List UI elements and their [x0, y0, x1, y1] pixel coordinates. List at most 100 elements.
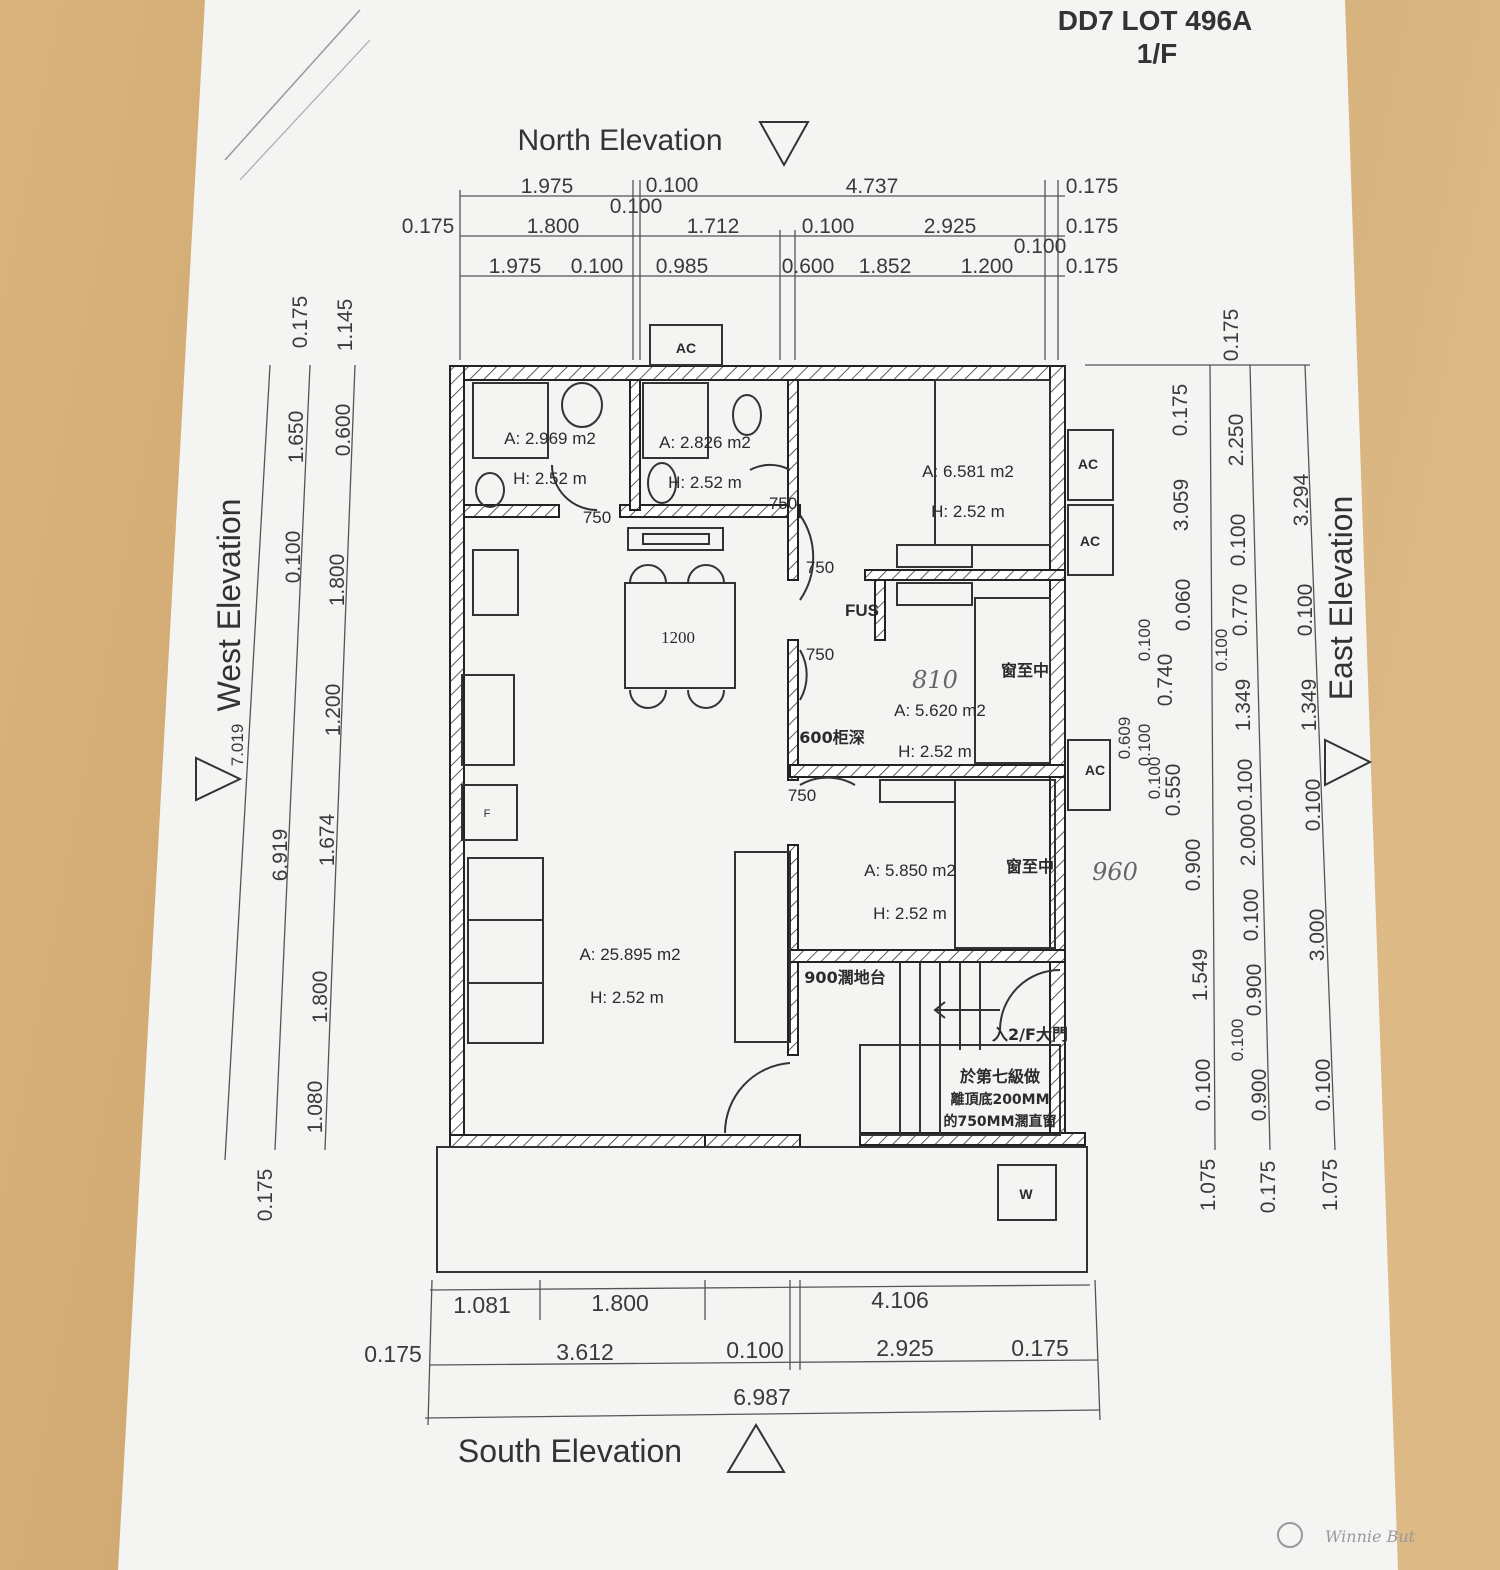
fus-label: FUS [845, 601, 879, 620]
ac-label: AC [1080, 533, 1100, 549]
dim-label: 2.250 [1225, 414, 1248, 467]
dim-label: 0.609 [1115, 717, 1134, 760]
watermark-logo-icon [1277, 1522, 1303, 1548]
entry-note: 入2/F大門 [992, 1025, 1068, 1044]
dim-label: 0.100 [610, 195, 663, 218]
bottom-dimensions: 1.081 1.800 4.106 0.175 3.612 0.100 2.92… [364, 1287, 1069, 1410]
dim-label: 0.900 [1243, 964, 1266, 1017]
dim-label: 0.100 [1228, 1019, 1247, 1062]
dim-label: 0.175 [402, 215, 455, 238]
dim-label: 1.712 [687, 215, 740, 238]
right-dimensions: 0.175 3.059 0.060 0.100 0.740 0.609 0.10… [1115, 309, 1342, 1214]
bath2-door-width: 750 [769, 494, 797, 513]
dim-label: 2.000 [1237, 814, 1260, 867]
dim-label: 0.740 [1154, 654, 1177, 707]
north-elevation-marker-icon [758, 121, 810, 168]
dim-label: 0.100 [1234, 759, 1257, 812]
dim-label: 4.106 [871, 1287, 929, 1313]
handwritten-note-810: 810 [912, 666, 958, 694]
dim-label: 0.175 [1011, 1335, 1069, 1361]
dim-label: 2.925 [924, 215, 977, 238]
dim-label: 6.987 [733, 1384, 791, 1410]
dim-label: 0.900 [1182, 839, 1205, 892]
east-elevation-marker-icon [1324, 738, 1373, 787]
dim-label: 0.100 [802, 215, 855, 238]
dim-label: 4.737 [846, 175, 899, 198]
dim-label: 0.175 [254, 1169, 277, 1222]
dim-label: 1.349 [1298, 679, 1321, 732]
dim-label: 0.900 [1248, 1069, 1271, 1122]
dim-label: 1.145 [334, 299, 357, 352]
dim-label: 0.100 [1192, 1059, 1215, 1112]
living-height: H: 2.52 m [590, 988, 664, 1007]
stair-note-line: 的750MM濶直窗 [943, 1113, 1056, 1130]
dim-label: 1.800 [326, 554, 349, 607]
bedroom3-height: H: 2.52 m [873, 904, 947, 923]
dim-label: 0.100 [1145, 757, 1164, 800]
dim-label: 0.770 [1229, 584, 1252, 637]
dim-label: 0.175 [1257, 1161, 1280, 1214]
bath1-height: H: 2.52 m [513, 469, 587, 488]
dim-label: 1.852 [859, 255, 912, 278]
dim-label: 0.550 [1162, 764, 1185, 817]
watermark-text: Winnie But [1325, 1527, 1416, 1546]
dim-label: 0.175 [289, 296, 312, 349]
dim-label: 0.175 [364, 1341, 422, 1367]
north-elevation-label: North Elevation [517, 124, 722, 157]
bath1-door-width: 750 [583, 508, 611, 527]
dim-label: 0.600 [332, 404, 355, 457]
dim-label: 0.175 [1066, 255, 1119, 278]
bedroom2-window-note: 窗至中 [1001, 661, 1049, 680]
bath1-area: A: 2.969 m2 [504, 429, 596, 448]
lot-title: DD7 LOT 496A [1058, 5, 1253, 36]
dim-label: 0.175 [1066, 215, 1119, 238]
bedroom1-area: A: 6.581 m2 [922, 462, 1014, 481]
bedroom2-area: A: 5.620 m2 [894, 701, 986, 720]
ac-label: AC [1085, 762, 1105, 778]
stair-note-line: 離頂底200MM [950, 1091, 1049, 1108]
dim-label: 2.925 [876, 1335, 934, 1361]
dim-label: 0.100 [1014, 235, 1067, 258]
stair-note-line: 於第七級做 [960, 1067, 1041, 1086]
handwritten-note-960: 960 [1092, 858, 1138, 886]
dim-label: 0.100 [1227, 514, 1250, 567]
watermark: Winnie But [1277, 1522, 1416, 1548]
dim-label: 0.175 [1169, 384, 1192, 437]
dim-label: 1.081 [453, 1292, 511, 1318]
dim-label: 3.059 [1170, 479, 1193, 532]
bedroom3-window-note: 窗至中 [1006, 857, 1054, 876]
dining-table-size: 1200 [661, 628, 695, 647]
dim-label: 1.549 [1189, 949, 1212, 1002]
pencil-mark [224, 9, 361, 161]
bedroom2-door-bottom-width: 750 [806, 645, 834, 664]
dim-label: 3.612 [556, 1339, 614, 1365]
dim-label: 0.100 [1302, 779, 1325, 832]
dim-label: 0.175 [1220, 309, 1243, 362]
dim-label: 1.800 [591, 1290, 649, 1316]
living-area: A: 25.895 m2 [579, 945, 680, 964]
ac-label: AC [1078, 456, 1098, 472]
dim-label: 1.800 [527, 215, 580, 238]
dim-label: 0.600 [782, 255, 835, 278]
bedroom3-door-width: 750 [788, 786, 816, 805]
top-dimensions: 1.975 0.100 4.737 0.175 0.175 1.800 0.10… [402, 174, 1119, 278]
dim-label: 0.100 [1294, 584, 1317, 637]
dim-label: 7.019 [228, 724, 247, 767]
fridge-label: F [484, 808, 491, 820]
dim-label: 0.100 [571, 255, 624, 278]
walls [449, 365, 1086, 1148]
dim-label: 1.800 [309, 971, 332, 1024]
bedroom2-door-top-width: 750 [806, 558, 834, 577]
dim-label: 0.100 [1135, 724, 1154, 767]
dim-label: 0.060 [1172, 579, 1195, 632]
dim-label: 1.075 [1197, 1159, 1220, 1212]
south-elevation-label: South Elevation [458, 1433, 682, 1469]
east-elevation-label: East Elevation [1323, 496, 1359, 701]
bedroom2-cabinet-note: 600柜深 [799, 728, 864, 747]
west-elevation-marker-icon [195, 756, 243, 802]
bath2-area: A: 2.826 m2 [659, 433, 751, 452]
dim-label: 1.080 [304, 1081, 327, 1134]
floor-title: 1/F [1137, 38, 1177, 69]
platform-note: 900濶地台 [804, 968, 885, 987]
